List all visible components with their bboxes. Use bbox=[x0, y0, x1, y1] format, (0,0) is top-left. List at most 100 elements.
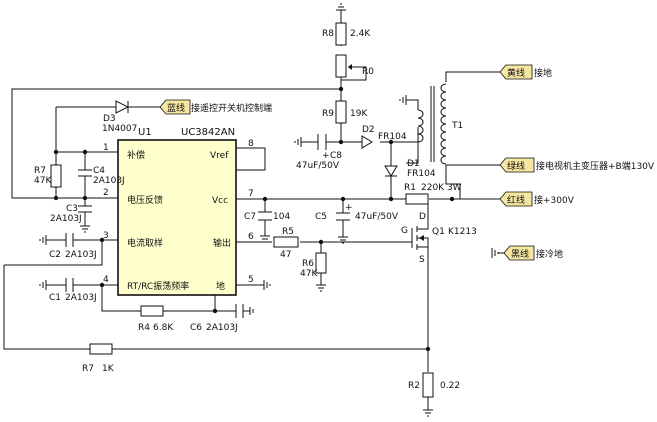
resistor-r8: R8 2.4K bbox=[322, 22, 371, 46]
c8-polarity: + bbox=[322, 151, 330, 161]
pin-label-out: 输出 bbox=[213, 237, 231, 249]
r2-value: 0.22 bbox=[440, 381, 460, 391]
pin-label-cs: 电流取样 bbox=[127, 237, 163, 249]
resistor-r1: R1 220K 3W bbox=[404, 183, 462, 205]
resistor-r7: R7 47K bbox=[34, 164, 62, 188]
pin-number-1: 1 bbox=[103, 143, 109, 153]
d1-ref: D1 bbox=[407, 159, 420, 169]
junction-dot bbox=[425, 346, 431, 352]
t1-ref: T1 bbox=[451, 121, 463, 131]
diode-d1-body bbox=[384, 165, 398, 177]
q1-source: S bbox=[419, 255, 425, 265]
ic-body bbox=[117, 139, 237, 296]
junction-dot bbox=[318, 239, 324, 245]
junction-dot bbox=[99, 237, 105, 243]
mosfet-arrow-icon bbox=[419, 235, 424, 241]
pin-number-2: 2 bbox=[103, 188, 109, 198]
junction-dot bbox=[338, 86, 344, 92]
capacitor-c5: + C5 47uF/50V bbox=[315, 203, 399, 244]
tag-green-shape bbox=[499, 157, 535, 173]
q1-ref: Q1 bbox=[432, 227, 445, 237]
junction-dots bbox=[53, 86, 455, 352]
pin-label-comp: 补偿 bbox=[127, 149, 145, 161]
diode-d1: D1 FR104 bbox=[384, 159, 436, 179]
diode-d3-body bbox=[115, 100, 130, 114]
diode-d3: D3 1N4007 bbox=[102, 100, 140, 134]
tag-blue-wire: 蓝线 bbox=[167, 102, 185, 114]
transformer-secondary bbox=[440, 83, 447, 165]
diode-d2-body bbox=[361, 135, 373, 149]
capacitor-c2: C2 2A103J bbox=[39, 233, 97, 260]
potentiometer-r0: R0 bbox=[335, 54, 374, 78]
tag-red: 红线 接+300V bbox=[499, 191, 575, 207]
wires bbox=[3, 40, 500, 410]
tag-red-wire: 红线 bbox=[507, 194, 525, 206]
r7b-ref: R7 bbox=[82, 364, 94, 374]
resistor-r9: R9 19K bbox=[322, 100, 368, 124]
d2-value: FR104 bbox=[378, 132, 407, 142]
tag-blue: 蓝线 接遥控开关机控制端 bbox=[159, 99, 272, 115]
r8-ref: R8 bbox=[322, 29, 334, 39]
c4-value: 2A103J bbox=[93, 176, 125, 186]
c8-ref: C8 bbox=[330, 151, 342, 161]
r5-ref: R5 bbox=[282, 227, 294, 237]
r1-ref: R1 bbox=[404, 183, 416, 193]
capacitor-c6: C6 2A103J bbox=[190, 304, 254, 333]
wiper-arrow-icon bbox=[348, 64, 352, 70]
r4-value: 6.8K bbox=[153, 323, 174, 333]
tag-green-wire: 绿线 bbox=[507, 160, 525, 172]
c3-ref: C3 bbox=[66, 204, 78, 214]
r9-value: 19K bbox=[350, 109, 368, 119]
pin-label-fb: 电压反馈 bbox=[127, 194, 163, 206]
tag-blue-text: 接遥控开关机控制端 bbox=[191, 102, 272, 114]
r0-ref: R0 bbox=[362, 67, 374, 77]
resistor-r4-body bbox=[140, 305, 164, 317]
pin-label-gnd: 地 bbox=[216, 280, 225, 292]
c5-ref: C5 bbox=[315, 212, 327, 222]
pin-label-vref: Vref bbox=[210, 151, 229, 161]
resistor-r5: R5 47 bbox=[273, 227, 299, 260]
d2-ref: D2 bbox=[362, 125, 375, 135]
junction-dot bbox=[338, 139, 344, 145]
junction-dot bbox=[82, 149, 88, 155]
ic-uc3842: U1 UC3842AN 补偿 电压反馈 电流取样 RT/RC振荡频率 Vref … bbox=[103, 127, 254, 296]
junction-dot bbox=[262, 196, 268, 202]
tag-yellow: 黄线 接地 bbox=[499, 64, 552, 80]
diode-d2: D2 FR104 bbox=[361, 125, 407, 149]
resistor-r2-body bbox=[422, 372, 434, 398]
c2-value: 2A103J bbox=[65, 250, 97, 260]
resistor-r1-body bbox=[405, 193, 429, 205]
resistor-r9-body bbox=[335, 100, 347, 124]
pin-label-vcc: Vcc bbox=[212, 196, 228, 206]
q1-gate: G bbox=[401, 226, 408, 236]
resistor-r6: R6 47K bbox=[300, 252, 327, 292]
tag-yellow-shape bbox=[499, 64, 533, 80]
ground-symbol bbox=[263, 280, 271, 290]
q1-value: K1213 bbox=[448, 227, 477, 237]
capacitor-c7: C7 104 bbox=[244, 211, 290, 243]
junction-dot bbox=[53, 195, 59, 201]
junction-dot bbox=[388, 196, 394, 202]
c1-ref: C1 bbox=[49, 293, 61, 303]
tag-black-shape bbox=[503, 245, 535, 261]
resistor-r8-body bbox=[335, 22, 347, 46]
tag-blue-shape bbox=[159, 99, 191, 115]
junction-dot bbox=[82, 195, 88, 201]
pin-number-4: 4 bbox=[103, 275, 109, 285]
q1-drain: D bbox=[419, 212, 426, 222]
c2-ref: C2 bbox=[49, 250, 61, 260]
pin-label-rtct: RT/RC振荡频率 bbox=[127, 280, 189, 292]
ground-symbol bbox=[336, 3, 346, 23]
junction-dot bbox=[212, 308, 218, 314]
r1-value: 220K 3W bbox=[421, 183, 462, 193]
r6-value: 47K bbox=[300, 269, 318, 279]
resistor-r7-1k-body bbox=[89, 343, 113, 355]
r9-ref: R9 bbox=[322, 109, 334, 119]
ic-ref: U1 bbox=[138, 127, 152, 138]
resistor-r7-body bbox=[50, 164, 62, 188]
c5-value: 47uF/50V bbox=[355, 212, 399, 222]
d1-value: FR104 bbox=[407, 169, 436, 179]
transformer-primary bbox=[417, 109, 424, 143]
r6-ref: R6 bbox=[302, 259, 314, 269]
